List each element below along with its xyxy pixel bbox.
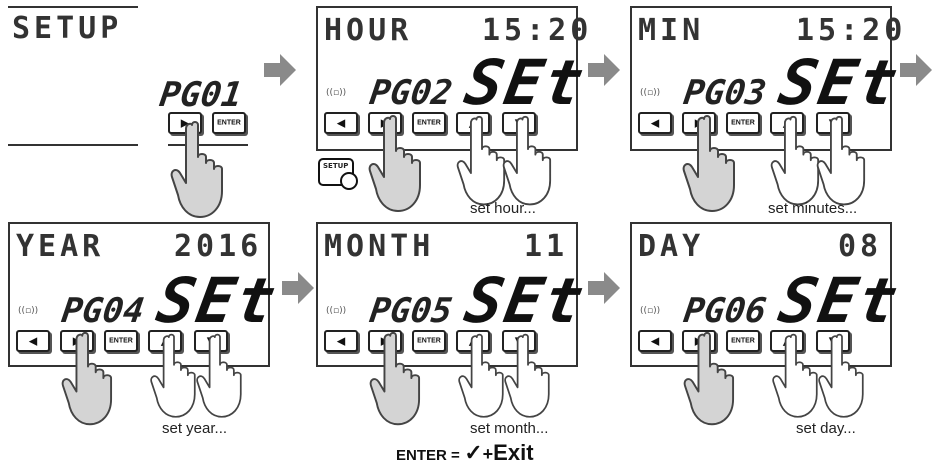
set-indicator: SEt — [773, 46, 905, 119]
left-button[interactable]: ◀ — [324, 330, 358, 352]
left-button[interactable]: ◀ — [324, 112, 358, 134]
display-value: 08 — [838, 229, 883, 264]
enter-button[interactable]: ENTER — [104, 330, 138, 352]
display-value: 15:20 — [482, 13, 593, 48]
display-title: YEAR — [16, 229, 105, 264]
display-title: SETUP — [12, 11, 123, 46]
pointing-hand-icon — [170, 121, 223, 218]
sound-icon: ((▫)) — [640, 306, 661, 316]
outline-hand-icon — [816, 115, 866, 206]
display-title: MONTH — [324, 229, 435, 264]
pointing-hand-icon — [683, 331, 735, 426]
page-code: PG03 — [681, 73, 769, 113]
outline-hand-icon — [504, 333, 550, 418]
checkmark-icon: ✓ — [464, 440, 483, 465]
divider-bottom-right — [168, 144, 248, 146]
display-title: HOUR — [324, 13, 413, 48]
left-button[interactable]: ◀ — [638, 112, 672, 134]
page-code: PG05 — [367, 291, 455, 331]
caption: set day... — [796, 420, 856, 437]
outline-hand-icon — [818, 333, 864, 418]
footer-prefix: ENTER = — [396, 447, 460, 464]
min-panel: MIN 15:20 ((▫)) PG03 SEt ◀ ▶ ENTER ▲ ▼ — [630, 6, 905, 151]
outline-hand-icon — [502, 115, 552, 206]
sound-icon: ((▫)) — [18, 306, 39, 316]
enter-button[interactable]: ENTER — [212, 112, 246, 134]
set-indicator: SEt — [151, 264, 283, 337]
page-code: PG06 — [681, 291, 769, 331]
page-code: PG02 — [367, 73, 455, 113]
hour-panel: HOUR 15:20 ((▫)) PG02 SEt ◀ ▶ ENTER ▲ ▼ — [316, 6, 591, 151]
sound-icon: ((▫)) — [326, 306, 347, 316]
caption: set minutes... — [768, 200, 858, 217]
enter-button[interactable]: ENTER — [412, 330, 446, 352]
next-arrow-icon — [588, 272, 620, 304]
enter-button[interactable]: ENTER — [412, 112, 446, 134]
next-arrow-icon — [282, 272, 314, 304]
footer-exit: Exit — [493, 440, 534, 465]
next-arrow-icon — [900, 54, 932, 86]
setup-clock-key-icon: SETUP — [318, 158, 358, 190]
display-value: 2016 — [174, 229, 263, 264]
pointing-hand-icon — [61, 331, 113, 426]
enter-button[interactable]: ENTER — [726, 112, 760, 134]
divider-bottom — [8, 144, 138, 146]
setup-panel: SETUP PG01 ▶ ENTER — [8, 6, 248, 218]
right-arrow-icon: ▶ — [180, 116, 190, 130]
set-indicator: SEt — [459, 46, 591, 119]
display-title: DAY — [638, 229, 705, 264]
display-value: 15:20 — [796, 13, 907, 48]
page-code: PG01 — [157, 75, 245, 115]
display-value: 11 — [524, 229, 569, 264]
footer-plus: + — [482, 444, 494, 464]
page-code: PG04 — [59, 291, 147, 331]
pointing-hand-icon — [369, 331, 421, 426]
outline-hand-icon — [196, 333, 242, 418]
left-button[interactable]: ◀ — [638, 330, 672, 352]
display-title: MIN — [638, 13, 705, 48]
caption: set hour... — [470, 200, 536, 217]
caption: set year... — [162, 420, 228, 437]
pointing-hand-icon — [368, 115, 421, 212]
next-arrow-icon — [588, 54, 620, 86]
sound-icon: ((▫)) — [640, 88, 661, 98]
divider-top — [8, 6, 138, 8]
set-indicator: SEt — [459, 264, 591, 337]
sound-icon: ((▫)) — [326, 88, 347, 98]
year-panel: YEAR 2016 ((▫)) PG04 SEt ◀ ▶ ENTER ▲ ▼ — [8, 222, 283, 367]
enter-button[interactable]: ENTER — [726, 330, 760, 352]
footer-legend: ENTER = ✓+Exit — [396, 440, 534, 466]
pointing-hand-icon — [682, 115, 735, 212]
set-indicator: SEt — [773, 264, 905, 337]
next-arrow-icon — [264, 54, 296, 86]
left-button[interactable]: ◀ — [16, 330, 50, 352]
caption: set month... — [470, 420, 549, 437]
